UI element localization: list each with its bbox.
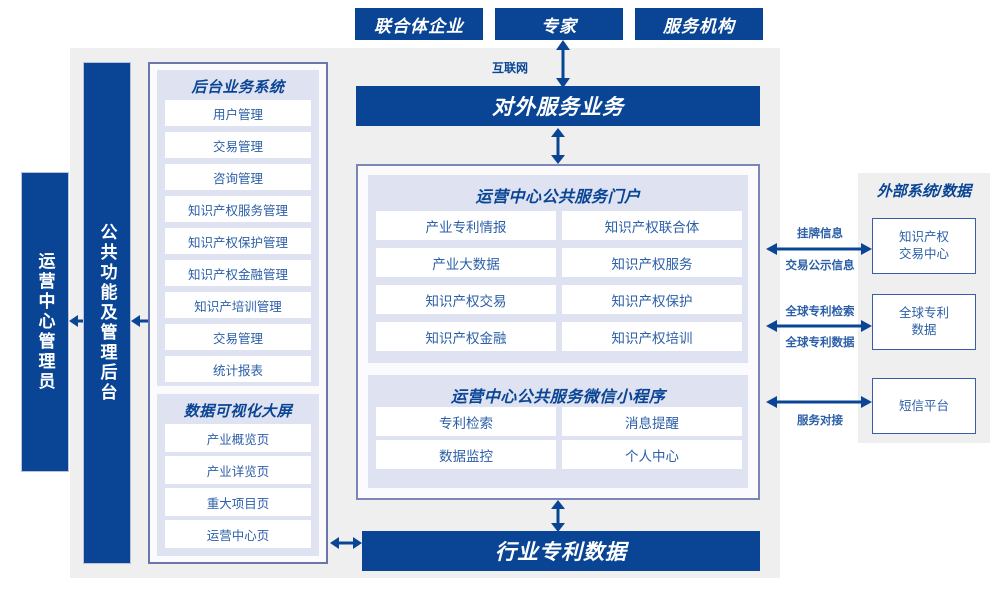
backend-item-label: 知识产权服务管理 [187,203,288,218]
actor-label: 联合体企业 [374,16,464,36]
external-system-label-line1: 短信平台 [898,398,949,413]
dataviz-item-label: 产业详览页 [206,464,270,479]
backend-item[interactable]: 知识产权服务管理 [165,196,311,222]
portal-item-label: 知识产权服务 [611,256,693,272]
portal-item-label: 知识产权培训 [611,330,693,346]
backend-item[interactable]: 知识产培训管理 [165,292,311,318]
common-function-bar[interactable]: 公共功能及管理后台 [83,62,131,564]
operator-role-bar[interactable]: 运营中心管理员 [21,172,69,472]
portal-item[interactable]: 知识产权服务 [562,248,742,277]
miniprogram-item-label: 专利检索 [439,415,493,431]
portal-item[interactable]: 知识产权金融 [376,322,556,351]
actor-box-1[interactable]: 专家 [495,8,623,40]
miniprogram-item[interactable]: 数据监控 [376,440,556,469]
external-service-bar[interactable]: 对外服务业务 [356,86,760,126]
backend-item-label: 交易管理 [212,331,263,346]
backend-item-label: 咨询管理 [212,171,263,186]
miniprogram-item[interactable]: 消息提醒 [562,407,742,436]
backend-item-label: 知识产权金融管理 [187,267,288,282]
portal-item-label: 知识产权保护 [611,293,693,309]
dataviz-item-label: 产业概览页 [206,432,270,447]
portal-item[interactable]: 知识产权联合体 [562,211,742,240]
backend-item[interactable]: 统计报表 [165,356,311,382]
portal-item-label: 知识产权联合体 [604,219,700,235]
backend-item[interactable]: 用户管理 [165,100,311,126]
external-system-label-line2: 交易中心 [898,247,949,261]
external-link-label-above-0: 挂牌信息 [797,228,843,240]
miniprogram-item-label: 消息提醒 [625,415,679,431]
portal-item-label: 产业专利情报 [425,219,507,235]
external-link-arrow-0 [766,243,872,255]
backend-item-label: 统计报表 [212,363,263,378]
miniprogram-item[interactable]: 个人中心 [562,440,742,469]
dataviz-item[interactable]: 产业详览页 [165,456,311,484]
common-function-label: 公共功能及管理后台 [97,223,117,403]
external-link-label-below-0: 交易公示信息 [785,260,855,272]
external-link-arrow-1 [766,320,872,332]
industry-patent-data-bar[interactable]: 行业专利数据 [362,531,760,571]
backend-item-label: 知识产权保护管理 [187,235,288,250]
dataviz-item-label: 运营中心页 [206,528,270,543]
miniprogram-item-label: 数据监控 [439,448,493,464]
internet-arrow [556,40,570,88]
external-service-label: 对外服务业务 [492,96,624,119]
backend-item[interactable]: 交易管理 [165,132,311,158]
actor-box-2[interactable]: 服务机构 [635,8,763,40]
external-system-box-2[interactable]: 短信平台 [872,378,976,434]
external-system-box-1[interactable]: 全球专利 数据 [872,294,976,350]
backend-item-label: 用户管理 [212,107,263,122]
external-system-label-line1: 全球专利 [898,306,949,321]
dataviz-item[interactable]: 重大项目页 [165,488,311,516]
portal-item[interactable]: 知识产权交易 [376,285,556,314]
data-visualization-title: 数据可视化大屏 [183,403,293,420]
portal-item-label: 产业大数据 [432,256,500,272]
portal-item[interactable]: 产业大数据 [376,248,556,277]
portal-item[interactable]: 产业专利情报 [376,211,556,240]
actor-label: 服务机构 [663,16,735,36]
backend-item[interactable]: 知识产权金融管理 [165,260,311,286]
dataviz-item[interactable]: 运营中心页 [165,520,311,548]
portal-item-label: 知识产权金融 [425,330,507,346]
miniprogram-item[interactable]: 专利检索 [376,407,556,436]
backend-item[interactable]: 知识产权保护管理 [165,228,311,254]
internet-label: 互联网 [492,61,529,75]
external-systems-title: 外部系统/数据 [876,183,972,200]
portal-item[interactable]: 知识产权保护 [562,285,742,314]
external-link-label-below-1: 全球专利数据 [785,337,855,349]
service-to-portal-arrow [551,128,565,164]
backend-system-title: 后台业务系统 [191,79,285,96]
operator-role-label: 运营中心管理员 [35,252,55,392]
actor-box-0[interactable]: 联合体企业 [355,8,483,40]
miniprogram-title: 运营中心公共服务微信小程序 [450,389,666,406]
backend-item-label: 知识产培训管理 [194,299,282,314]
dataviz-to-patentdata-arrow [330,537,362,549]
portal-to-patentdata-arrow [551,500,565,532]
backend-item[interactable]: 交易管理 [165,324,311,350]
external-link-label-above-1: 全球专利检索 [785,306,855,318]
external-link-label-below-2: 服务对接 [797,415,843,427]
public-portal-title: 运营中心公共服务门户 [475,189,641,206]
miniprogram-item-label: 个人中心 [625,448,679,464]
dataviz-item[interactable]: 产业概览页 [165,424,311,452]
external-system-box-0[interactable]: 知识产权 交易中心 [872,218,976,274]
industry-patent-data-label: 行业专利数据 [495,541,627,564]
backend-item-label: 交易管理 [212,139,263,154]
portal-item[interactable]: 知识产权培训 [562,322,742,351]
actor-label: 专家 [541,16,577,36]
external-link-arrow-2 [766,396,872,408]
dataviz-item-label: 重大项目页 [206,496,270,511]
backend-item[interactable]: 咨询管理 [165,164,311,190]
external-system-label-line2: 数据 [911,323,937,337]
portal-item-label: 知识产权交易 [425,293,507,309]
external-system-label-line1: 知识产权 [898,230,949,245]
